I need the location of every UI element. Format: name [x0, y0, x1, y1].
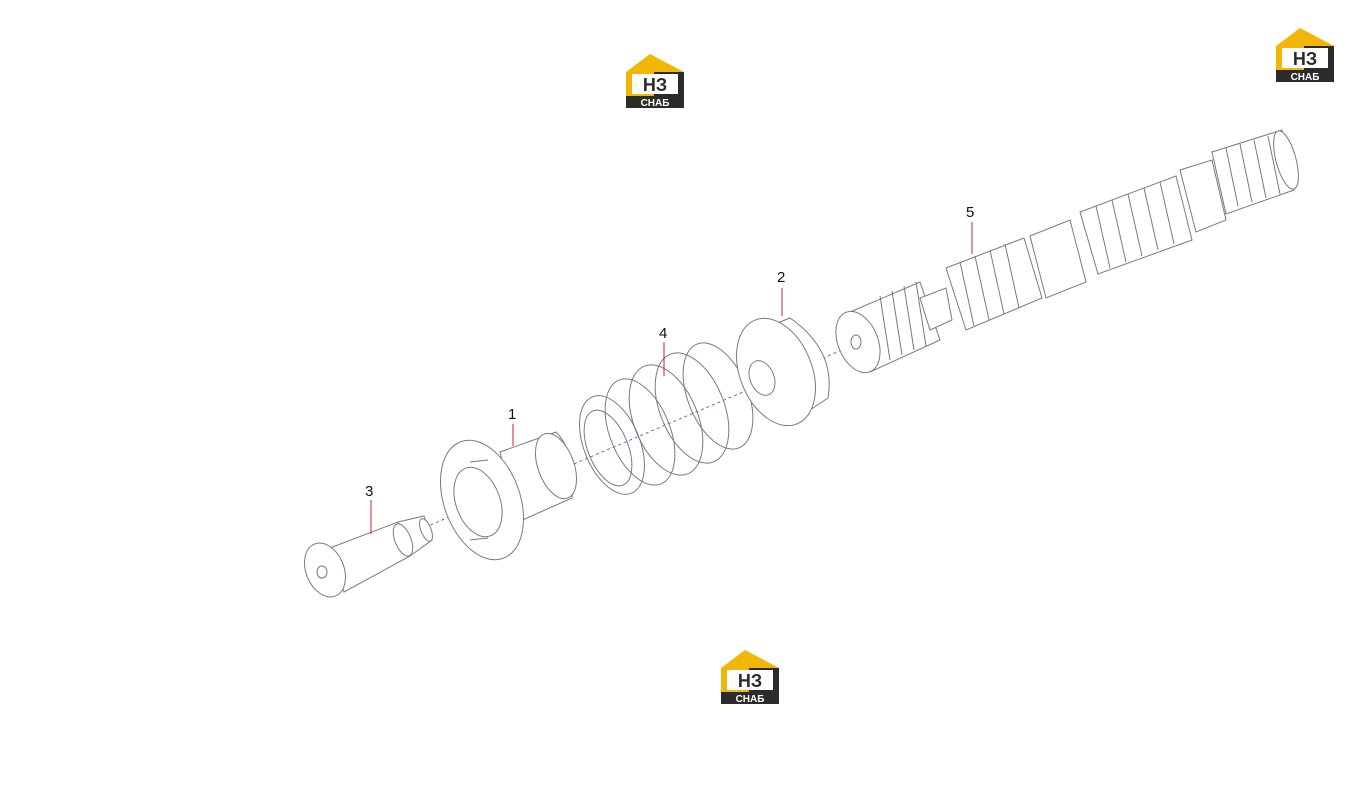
part-5-valve-spool	[835, 129, 1299, 374]
callout-2: 2	[777, 269, 785, 286]
part-2-washer	[736, 317, 830, 427]
part-4-spring	[579, 342, 754, 495]
svg-text:НЗ: НЗ	[738, 671, 762, 691]
svg-text:НЗ: НЗ	[643, 75, 667, 95]
callout-1: 1	[508, 406, 516, 423]
brand-logo-bottom-center: НЗ СНАБ	[721, 650, 779, 705]
svg-text:СНАБ: СНАБ	[736, 694, 765, 705]
callout-5: 5	[966, 204, 974, 221]
brand-logo-top-right: НЗ СНАБ	[1276, 28, 1334, 83]
leader-lines	[370, 222, 973, 534]
callout-4: 4	[659, 325, 667, 342]
svg-text:НЗ: НЗ	[1293, 49, 1317, 69]
svg-text:СНАБ: СНАБ	[1291, 72, 1320, 83]
brand-logo-top-center: НЗ СНАБ	[626, 54, 684, 109]
callout-3: 3	[365, 483, 373, 500]
part-1-bushing	[439, 431, 578, 561]
svg-text:СНАБ: СНАБ	[641, 98, 670, 109]
part-3-bolt	[303, 515, 433, 598]
